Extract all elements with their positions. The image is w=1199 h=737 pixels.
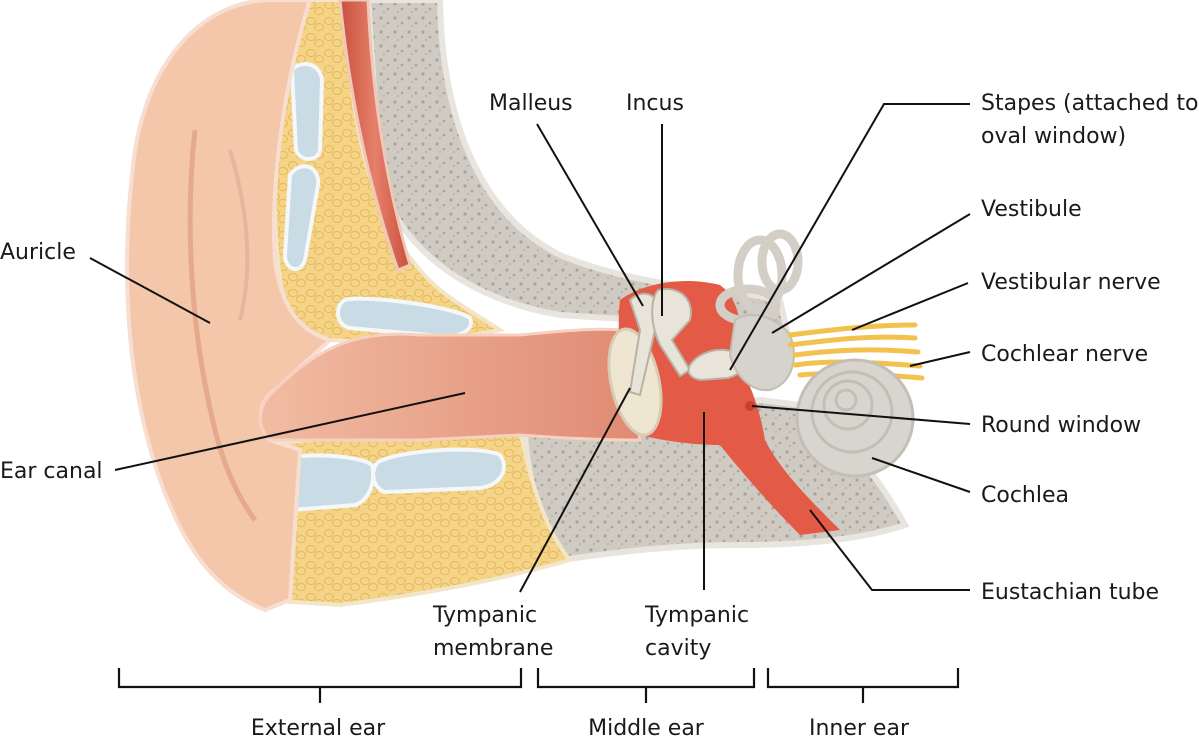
vestibule-shape — [728, 314, 795, 392]
leader-eustachian-tube — [809, 509, 970, 591]
leader-tympanic-membrane — [519, 387, 631, 593]
label-tympanic-membrane-line2: membrane — [433, 636, 553, 661]
label-cochlea: Cochlea — [981, 483, 1069, 508]
auricle-inner-fold-2 — [228, 149, 250, 321]
label-tympanic-cavity-line1: Tympanic — [644, 603, 749, 628]
round-window-shape — [745, 401, 755, 411]
leader-vestibular-nerve — [851, 282, 969, 331]
leader-vestibule — [771, 213, 971, 334]
label-round-window: Round window — [981, 413, 1141, 438]
cartilage-upper-2 — [282, 164, 321, 271]
bracket-middle-ear — [536, 668, 756, 689]
cartilage-upper-3 — [336, 296, 473, 339]
auricle-shape — [125, 0, 335, 613]
label-vestibular-nerve: Vestibular nerve — [981, 270, 1161, 295]
label-ear-canal: Ear canal — [0, 459, 103, 484]
region-brackets: External ear Middle ear Inner ear — [117, 668, 960, 737]
cartilage-upper-1 — [289, 62, 325, 161]
ear-canal-shape — [258, 327, 642, 442]
anatomy-illustration — [125, 0, 925, 613]
cochlea-shape — [795, 358, 915, 478]
label-tympanic-cavity-line2: cavity — [645, 636, 711, 661]
leader-cochlea — [871, 457, 971, 493]
label-stapes-line1: Stapes (attached to — [981, 91, 1198, 116]
leader-ear-canal — [114, 392, 466, 471]
leader-stapes — [729, 103, 970, 371]
region-label-inner-ear: Inner ear — [809, 716, 910, 737]
label-vestibule: Vestibule — [981, 197, 1082, 222]
label-eustachian-tube: Eustachian tube — [981, 580, 1159, 605]
region-label-middle-ear: Middle ear — [588, 716, 705, 737]
label-malleus: Malleus — [489, 91, 573, 116]
label-auricle: Auricle — [0, 240, 76, 265]
label-cochlear-nerve: Cochlear nerve — [981, 342, 1148, 367]
label-tympanic-membrane-line1: Tympanic — [432, 603, 537, 628]
auricle-inner-fold — [187, 129, 258, 522]
label-stapes-line2: oval window) — [981, 124, 1126, 149]
structure-labels: Auricle Ear canal Malleus Incus Stapes (… — [0, 91, 1198, 661]
leader-round-window — [751, 405, 971, 425]
bracket-inner-ear — [766, 668, 960, 689]
cartilage-lower-2 — [371, 447, 506, 495]
region-label-external-ear: External ear — [251, 716, 386, 737]
bracket-external-ear — [117, 668, 523, 689]
muscle-strip — [338, 0, 412, 272]
leader-cochlear-nerve — [909, 351, 971, 367]
leader-lines — [89, 103, 971, 593]
label-incus: Incus — [626, 91, 684, 116]
leader-auricle — [89, 257, 211, 324]
leader-malleus — [536, 123, 644, 307]
